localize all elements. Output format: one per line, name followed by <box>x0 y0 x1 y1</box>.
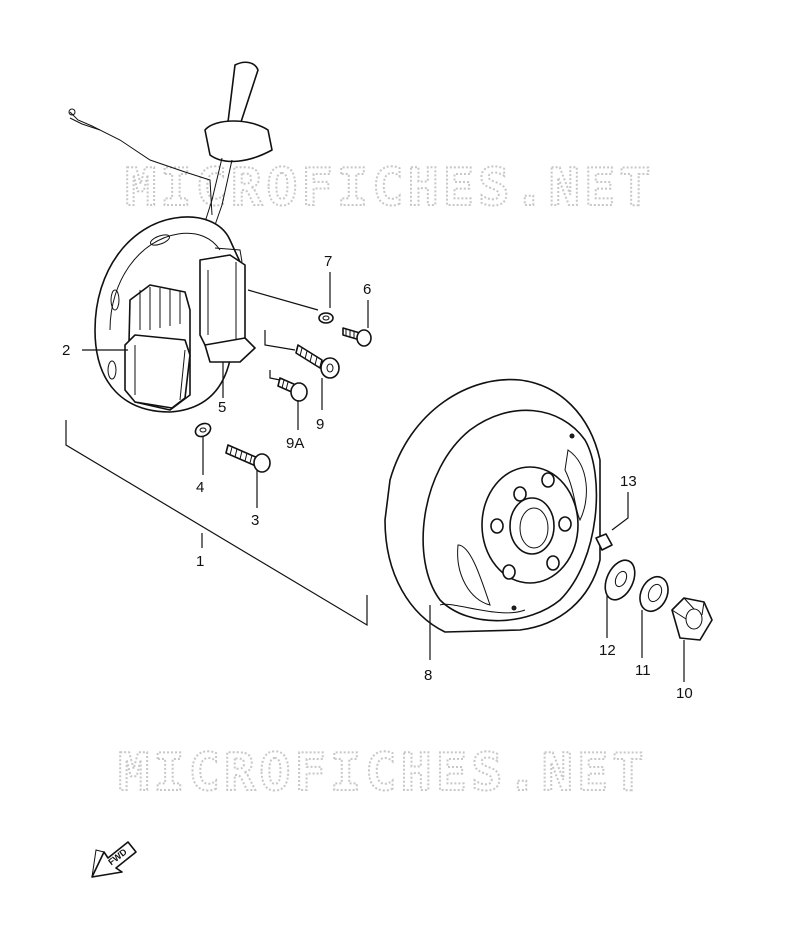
callout-4: 4 <box>196 479 204 496</box>
wire-terminal <box>68 108 76 116</box>
coil-left-body <box>124 334 191 409</box>
lock-washer-11 <box>639 575 669 613</box>
callout-6: 6 <box>363 281 371 298</box>
watermark-bottom: MICROFICHES.NET <box>118 743 648 803</box>
assembly-bracket <box>65 420 368 627</box>
callout-2: 2 <box>62 342 70 359</box>
callout-12: 12 <box>599 642 616 659</box>
woodruff-key-13 <box>595 533 613 551</box>
screw-9a <box>277 377 308 402</box>
screw-6 <box>342 327 372 347</box>
grommet <box>204 120 273 163</box>
callout-10: 10 <box>676 685 693 702</box>
callout-5: 5 <box>218 399 226 416</box>
screw-3 <box>225 444 271 473</box>
callout-9a: 9A <box>286 435 304 452</box>
flywheel-rotor <box>384 378 601 633</box>
nut-10 <box>671 597 713 641</box>
callout-1: 1 <box>196 553 204 570</box>
callout-13: 13 <box>620 473 637 490</box>
washer-4 <box>194 422 212 438</box>
callout-11: 11 <box>635 662 651 679</box>
washer-12 <box>604 559 636 601</box>
wire-lead <box>69 111 213 216</box>
callout-3: 3 <box>251 512 259 529</box>
coil-center <box>199 254 246 351</box>
cable-sheath <box>227 61 259 126</box>
screw-9 <box>295 344 340 379</box>
coil-center-base <box>204 337 256 363</box>
callout-9: 9 <box>316 416 324 433</box>
washer-7 <box>318 312 334 324</box>
fwd-arrow-icon: FWD <box>91 841 137 878</box>
callout-8: 8 <box>424 667 432 684</box>
stator-assembly <box>68 61 273 413</box>
watermark-top: MICROFICHES.NET <box>125 158 655 218</box>
callout-7: 7 <box>324 253 332 270</box>
